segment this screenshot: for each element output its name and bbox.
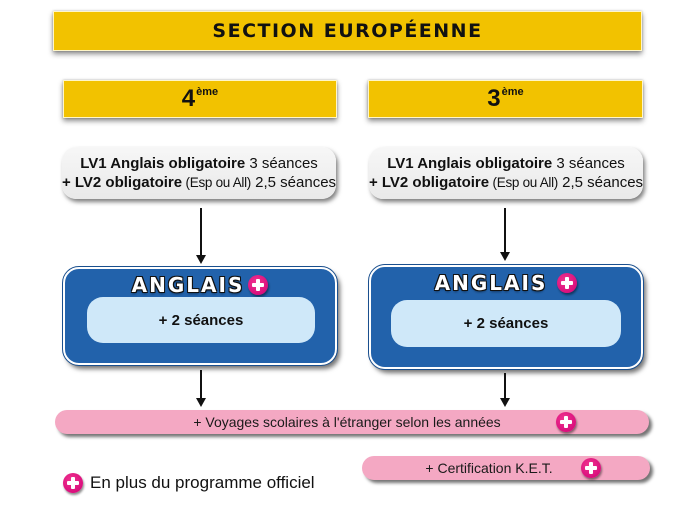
anglais-title: ANGLAIS xyxy=(65,273,335,297)
certification-text: + Certification K.E.T. xyxy=(425,460,553,476)
grade-banner-4eme: 4ème xyxy=(63,80,337,118)
title-banner: SECTION EUROPÉENNE xyxy=(53,11,642,51)
page-title: SECTION EUROPÉENNE xyxy=(212,20,483,42)
requirements-box-4eme: LV1 Anglais obligatoire 3 séances + LV2 … xyxy=(62,147,336,199)
arrow-down-icon xyxy=(196,208,206,264)
grade-banner-3eme: 3ème xyxy=(368,80,643,118)
grade-label-4eme: 4ème xyxy=(181,85,219,112)
plus-icon xyxy=(581,458,601,478)
anglais-box-3eme: ANGLAIS + 2 séances xyxy=(368,264,644,370)
anglais-detail: + 2 séances xyxy=(391,300,621,347)
certification-bar: + Certification K.E.T. xyxy=(362,456,650,480)
legend: En plus du programme officiel xyxy=(63,472,315,494)
plus-icon xyxy=(63,473,83,493)
trips-text: + Voyages scolaires à l'étranger selon l… xyxy=(193,414,501,430)
arrow-down-icon xyxy=(500,373,510,408)
lv2-line: + LV2 obligatoire (Esp ou All) 2,5 séanc… xyxy=(61,174,337,191)
lv2-line: + LV2 obligatoire (Esp ou All) 2,5 séanc… xyxy=(368,174,644,191)
plus-icon xyxy=(248,275,269,295)
plus-icon xyxy=(557,273,578,293)
plus-icon xyxy=(556,412,576,432)
legend-text: En plus du programme officiel xyxy=(90,473,315,492)
anglais-title: ANGLAIS xyxy=(371,271,641,295)
requirements-box-3eme: LV1 Anglais obligatoire 3 séances + LV2 … xyxy=(369,147,643,199)
trips-bar: + Voyages scolaires à l'étranger selon l… xyxy=(55,410,649,434)
arrow-down-icon xyxy=(500,208,510,264)
lv1-line: LV1 Anglais obligatoire 3 séances xyxy=(80,155,318,172)
grade-label-3eme: 3ème xyxy=(487,85,524,112)
anglais-box-4eme: ANGLAIS + 2 séances xyxy=(62,266,338,366)
arrow-down-icon xyxy=(196,370,206,408)
anglais-detail: + 2 séances xyxy=(87,297,315,343)
lv1-line: LV1 Anglais obligatoire 3 séances xyxy=(387,155,625,172)
